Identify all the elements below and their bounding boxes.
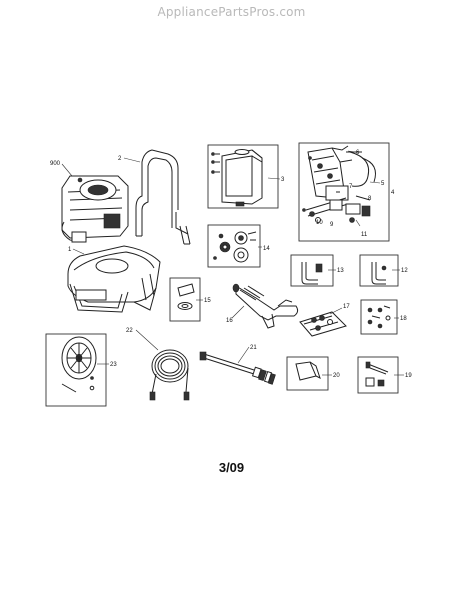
callout-18: 18 (400, 316, 407, 322)
page-footer-date: 3/09 (218, 460, 245, 475)
engine-part[interactable] (61, 175, 129, 243)
wand-part[interactable] (199, 351, 276, 385)
callout-14: 14 (263, 246, 270, 252)
callout-7: 7 (349, 184, 353, 190)
bolt-set-part[interactable] (357, 356, 399, 394)
box-18 (360, 299, 398, 335)
hose-clamp-part[interactable] (290, 254, 334, 287)
box-4 (298, 142, 390, 242)
box-20 (286, 356, 329, 391)
seal-kit-part[interactable] (169, 277, 201, 322)
callout-23: 23 (110, 362, 117, 368)
callout-6: 6 (356, 150, 360, 156)
hose-part[interactable] (149, 349, 190, 401)
fuel-tank-part[interactable] (207, 144, 279, 209)
bearing-kit-part[interactable] (207, 224, 261, 268)
callout-21: 21 (250, 345, 257, 351)
hardware-kit-part[interactable] (360, 299, 398, 335)
callout-17: 17 (343, 304, 350, 310)
box-3 (207, 144, 279, 209)
callout-16: 16 (226, 318, 233, 324)
callout-9: 9 (330, 222, 334, 228)
callout-5: 5 (381, 181, 385, 187)
callout-3: 3 (281, 177, 285, 183)
wheel-part[interactable] (45, 333, 107, 407)
callout-4: 4 (391, 190, 395, 196)
callout-13: 13 (337, 268, 344, 274)
spray-gun-part[interactable] (232, 283, 299, 329)
callout-22: 22 (126, 328, 133, 334)
frame-part[interactable] (67, 245, 161, 313)
gun-holder-part[interactable] (359, 254, 399, 287)
callout-8: 8 (368, 196, 372, 202)
callout-900: 900 (50, 161, 61, 167)
box-19 (357, 356, 399, 394)
callout-15: 15 (204, 298, 211, 304)
nozzle-tips-part[interactable] (299, 311, 347, 337)
callout-11: 11 (361, 232, 368, 238)
box-13 (290, 254, 334, 287)
bracket-part[interactable] (286, 356, 329, 391)
callout-20: 20 (333, 373, 340, 379)
watermark-text: AppliancePartsPros.com (157, 5, 306, 19)
pump-assembly-part[interactable] (298, 142, 390, 242)
handle-part[interactable] (135, 149, 191, 245)
callout-1: 1 (68, 247, 72, 253)
box-14 (207, 224, 261, 268)
box-15 (169, 277, 201, 322)
box-23 (45, 333, 107, 407)
box-12 (359, 254, 399, 287)
callout-10: 10 (316, 220, 323, 226)
callout-19: 19 (405, 373, 412, 379)
callout-2: 2 (118, 156, 122, 162)
callout-12: 12 (401, 268, 408, 274)
